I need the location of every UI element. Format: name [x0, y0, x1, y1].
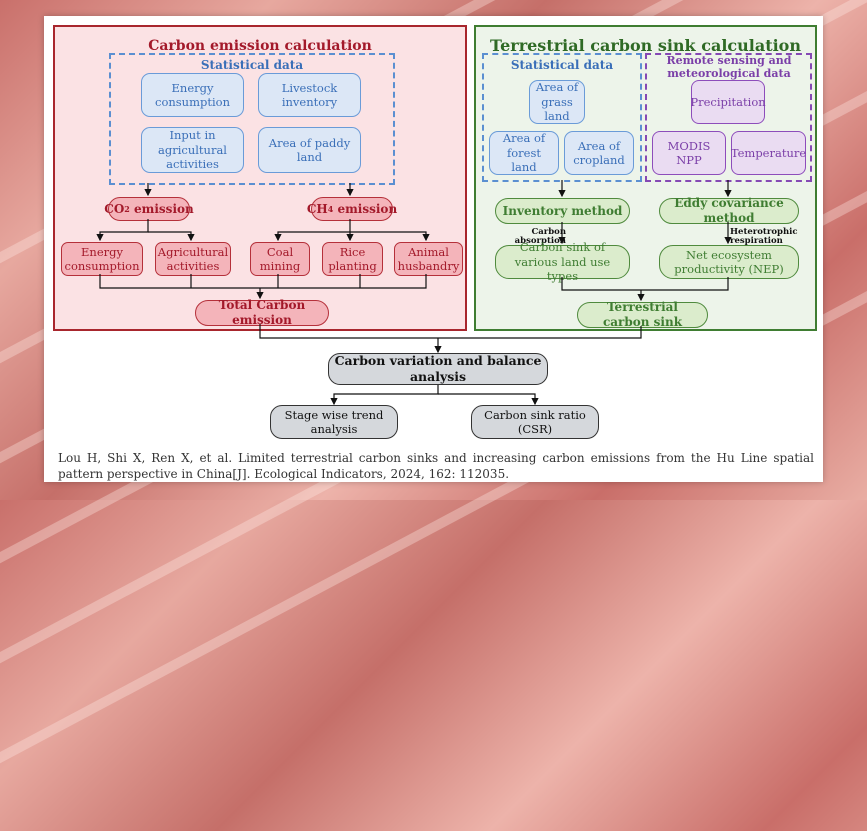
input-agricultural-activities: Input in agricultural activities	[141, 127, 244, 173]
carbon-emission-panel: Carbon emission calculation Statistical …	[53, 25, 467, 331]
precipitation-node: Precipitation	[690, 80, 766, 124]
temperature-node: Temperature	[731, 131, 806, 175]
diagram-card: Carbon emission calculation Statistical …	[44, 16, 823, 482]
respiration-note: Heterotrophic respiration	[730, 227, 798, 247]
carbon-sink-title: Terrestrial carbon sink calculation	[490, 36, 801, 55]
modis-npp-node: MODIS NPP	[652, 131, 726, 175]
source-energy-consumption: Energy consumption	[61, 242, 143, 276]
area-grass-land: Area of grass land	[529, 80, 585, 124]
source-coal-mining: Coal mining	[250, 242, 310, 276]
area-cropland: Area of cropland	[564, 131, 634, 175]
nep-node: Net ecosystem productivity (NEP)	[659, 245, 799, 279]
citation-caption: Lou H, Shi X, Ren X, et al. Limited terr…	[58, 451, 814, 481]
connector-lines	[96, 180, 732, 406]
carbon-sink-panel: Terrestrial carbon sink calculation Stat…	[474, 25, 817, 331]
remote-sensing-label: Remote sensing and meteorological data	[666, 54, 792, 80]
total-carbon-emission-node: Total Carbon emission	[195, 298, 329, 327]
input-livestock-inventory: Livestock inventory	[258, 73, 361, 117]
source-animal-husbandry: Animal husbandry	[394, 242, 463, 276]
source-agricultural-activities: Agricultural activities	[155, 242, 231, 276]
input-energy-consumption: Energy consumption	[141, 73, 244, 117]
carbon-balance-analysis-node: Carbon variation and balance analysis	[328, 353, 548, 385]
sink-statistical-label: Statistical data	[510, 58, 614, 72]
carbon-sink-ratio-node: Carbon sink ratio (CSR)	[471, 405, 599, 439]
stage-wise-trend-node: Stage wise trend analysis	[270, 405, 398, 439]
carbon-emission-title: Carbon emission calculation	[148, 38, 372, 54]
area-forest-land: Area of forest land	[489, 131, 559, 175]
emission-statistical-group	[109, 53, 395, 185]
source-rice-planting: Rice planting	[322, 242, 383, 276]
emission-statistical-label: Statistical data	[200, 58, 304, 72]
input-paddy-land: Area of paddy land	[258, 127, 361, 173]
eddy-covariance-node: Eddy covariance method	[659, 196, 799, 225]
terrestrial-carbon-sink-node: Terrestrial carbon sink	[577, 300, 708, 329]
inventory-method-node: Inventory method	[495, 198, 630, 224]
